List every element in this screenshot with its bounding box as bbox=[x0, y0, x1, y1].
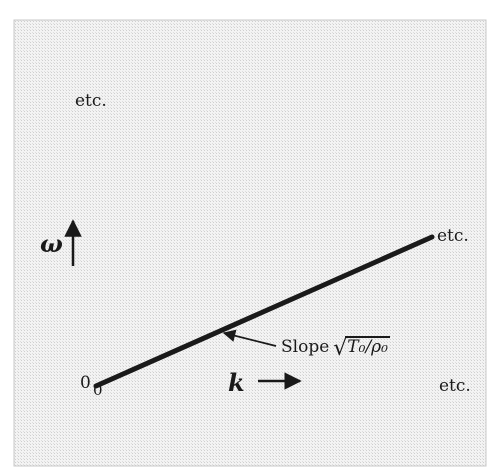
slope-expression: T₀/ρ₀ bbox=[345, 336, 390, 357]
origin-label-x: 0 bbox=[93, 381, 103, 399]
etc-label-top-left: etc. bbox=[75, 91, 107, 111]
slope-annotation: Slope√T₀/ρ₀ bbox=[281, 336, 390, 360]
dispersion-line bbox=[93, 234, 435, 389]
origin-label-y: 0 bbox=[80, 373, 91, 393]
slope-pointer-arrow bbox=[222, 329, 277, 347]
etc-label-bottom-right: etc. bbox=[439, 376, 471, 396]
slope-word: Slope bbox=[281, 337, 330, 357]
stippled-panel bbox=[13, 19, 487, 467]
etc-label-line-end: etc. bbox=[437, 226, 469, 246]
omega-axis-label: ω bbox=[40, 229, 63, 258]
k-axis-label: k bbox=[228, 368, 245, 397]
sqrt-sign: √ bbox=[333, 336, 348, 361]
